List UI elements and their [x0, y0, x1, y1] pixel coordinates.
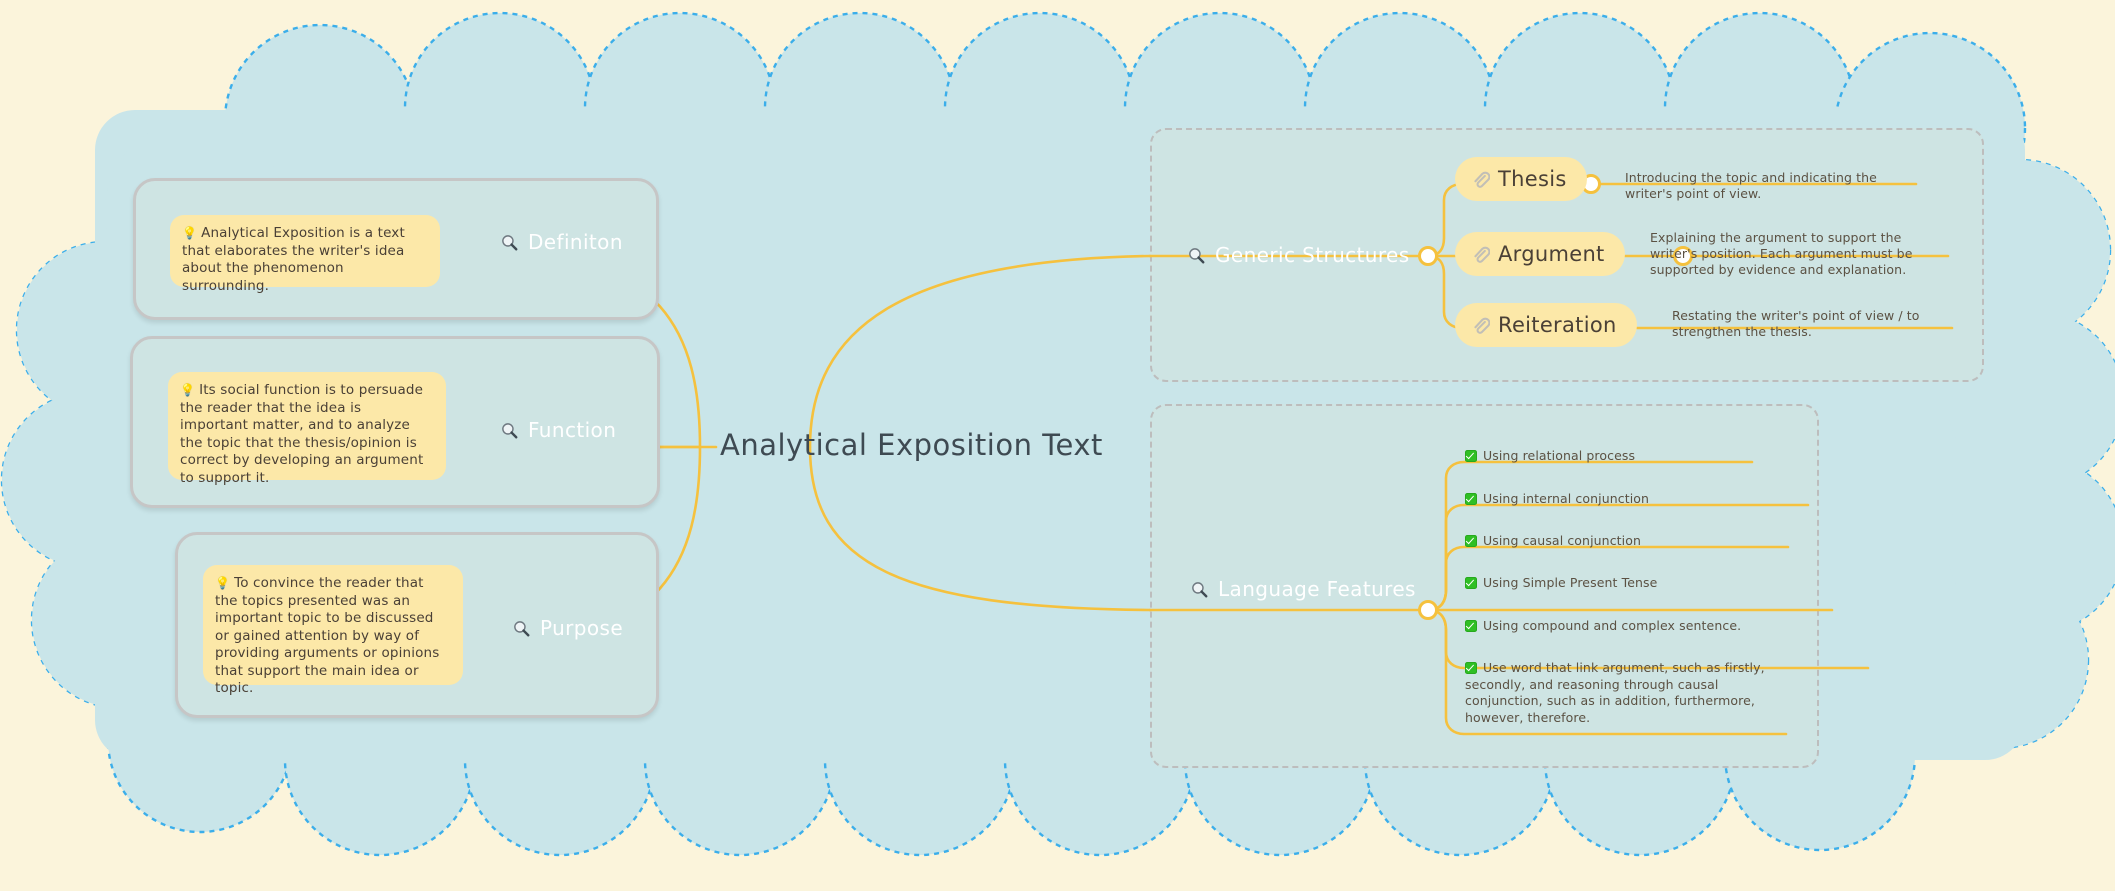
lightbulb-icon: 💡: [180, 383, 196, 397]
branch-purpose[interactable]: Purpose: [512, 616, 623, 640]
magnifier-icon: [1189, 247, 1205, 263]
magnifier-icon: [514, 620, 530, 636]
branch-function-label: Function: [528, 418, 617, 442]
checkbox-checked-icon[interactable]: [1465, 492, 1477, 505]
argument-description: Explaining the argument to support the w…: [1650, 230, 1913, 277]
paperclip-icon: [1474, 317, 1490, 334]
language-feature-text: Using relational process: [1483, 448, 1636, 463]
magnifier-icon: [1192, 581, 1208, 597]
wire-center-to-generic: [808, 254, 1152, 449]
language-feature-text: Using causal conjunction: [1483, 533, 1642, 548]
purpose-note-text: To convince the reader that the topics p…: [215, 575, 440, 696]
branch-generic-structures-label: Generic Structures: [1215, 243, 1410, 267]
language-feature-item[interactable]: Use word that link argument, such as fir…: [1465, 660, 1790, 726]
checkbox-checked-icon[interactable]: [1465, 661, 1477, 674]
checkbox-checked-icon[interactable]: [1465, 449, 1477, 462]
branch-function[interactable]: Function: [500, 418, 616, 442]
language-feature-text: Using Simple Present Tense: [1483, 575, 1658, 590]
magnifier-icon: [502, 422, 518, 438]
branch-definition[interactable]: Definiton: [500, 230, 623, 254]
page-title: Analytical Exposition Text: [720, 428, 1103, 462]
checkbox-checked-icon[interactable]: [1465, 534, 1477, 547]
node-argument-label: Argument: [1498, 242, 1605, 266]
reiteration-description: Restating the writer's point of view / t…: [1672, 308, 1920, 339]
branch-purpose-label: Purpose: [540, 616, 624, 640]
node-thesis-label: Thesis: [1498, 167, 1567, 191]
lightbulb-icon: 💡: [182, 226, 198, 240]
lightbulb-icon: 💡: [215, 576, 231, 590]
magnifier-icon: [502, 234, 518, 250]
language-feature-item[interactable]: Using causal conjunction: [1465, 533, 1785, 550]
branch-language-features[interactable]: Language Features: [1190, 577, 1416, 601]
language-feature-text: Using internal conjunction: [1483, 491, 1650, 506]
language-feature-item[interactable]: Using compound and complex sentence.: [1465, 618, 1825, 635]
node-reiteration[interactable]: Reiteration: [1455, 303, 1637, 347]
branch-definition-label: Definiton: [528, 230, 623, 254]
function-note-text: Its social function is to persuade the r…: [180, 382, 424, 486]
thesis-description: Introducing the topic and indicating the…: [1625, 170, 1877, 201]
paperclip-icon: [1474, 171, 1490, 188]
checkbox-checked-icon[interactable]: [1465, 619, 1477, 632]
purpose-note: 💡To convince the reader that the topics …: [203, 565, 463, 696]
language-feature-item[interactable]: Using internal conjunction: [1465, 491, 1785, 508]
language-feature-item[interactable]: Using relational process: [1465, 448, 1765, 465]
branch-generic-structures[interactable]: Generic Structures: [1187, 243, 1410, 267]
definition-note-text: Analytical Exposition is a text that ela…: [182, 225, 405, 294]
node-argument[interactable]: Argument: [1455, 232, 1625, 276]
language-feature-text: Using compound and complex sentence.: [1483, 618, 1742, 633]
branch-language-features-label: Language Features: [1218, 577, 1416, 601]
function-note: 💡Its social function is to persuade the …: [168, 372, 446, 486]
language-feature-text: Use word that link argument, such as fir…: [1465, 660, 1765, 725]
wire-center-to-language: [808, 445, 1152, 612]
node-reiteration-label: Reiteration: [1498, 313, 1617, 337]
node-thesis[interactable]: Thesis: [1455, 157, 1587, 201]
paperclip-icon: [1474, 246, 1490, 263]
definition-note: 💡Analytical Exposition is a text that el…: [170, 215, 440, 294]
checkbox-checked-icon[interactable]: [1465, 576, 1477, 589]
language-feature-item[interactable]: Using Simple Present Tense: [1465, 575, 1795, 592]
